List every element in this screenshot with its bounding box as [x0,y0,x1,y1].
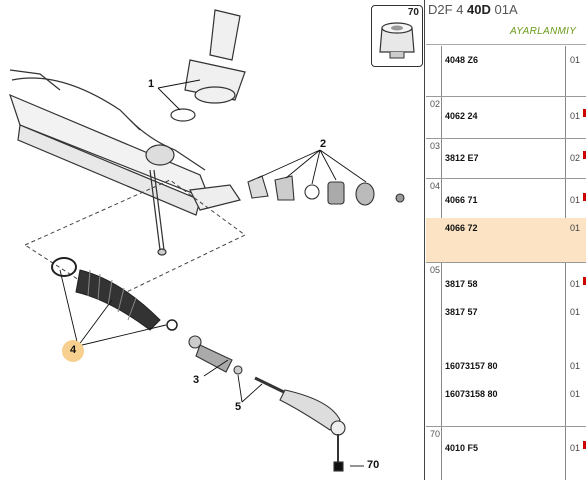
table-row[interactable]: 4066 71 01 [426,190,586,212]
pinion-housing [170,9,246,122]
status-marker [583,109,586,117]
part-reference: 4066 71 [445,195,478,205]
table-row[interactable]: 3817 58 01 [426,274,586,296]
table-row[interactable]: 3817 57 01 [426,302,586,324]
code-segment-c: 40D [467,2,491,17]
thumbnail-label: 70 [407,7,419,18]
table-row-selected[interactable]: 4066 72 01 [426,218,586,262]
group-number: 05 [430,265,441,275]
part-quantity: 01 [570,279,581,289]
part-quantity: 01 [570,195,581,205]
column-divider [565,46,566,480]
part-reference: 4048 Z6 [445,55,479,65]
tie-rod [188,335,346,472]
steering-rack-diagram [9,9,405,472]
code-segment-d: 01A [494,2,518,17]
part-quantity: 01 [570,223,581,233]
callout-5: 5 [235,401,242,413]
part-reference: 4062 24 [445,111,478,121]
parts-table: 4048 Z6 01 02 4062 24 01 03 3812 E7 02 0… [426,46,586,480]
group-number: 70 [430,429,441,439]
part-quantity: 01 [570,111,581,121]
parts-list-panel: D2F 4 40D 01A AYARLANMIY 4048 Z6 01 02 4… [426,0,586,480]
column-divider [441,46,442,480]
part-reference: 16073158 80 [445,389,498,399]
code-segment-b: 4 [456,2,464,17]
group-divider [426,178,586,179]
header-subtitle: AYARLANMIY [510,26,577,37]
status-marker [583,277,586,285]
parts-group-2 [247,175,405,206]
callout-1: 1 [148,78,155,90]
part-code-header: D2F 4 40D 01A [428,2,518,17]
part-quantity: 02 [570,153,581,163]
callout-4-highlight [62,340,84,362]
callout-3: 3 [193,374,200,386]
group-divider [426,426,586,427]
group-number: 03 [430,141,441,151]
status-marker [583,193,586,201]
callout-4: 4 [70,344,77,356]
table-row[interactable]: 16073157 80 01 [426,356,586,378]
part-reference: 4066 72 [445,223,478,233]
table-row[interactable]: 4048 Z6 01 [426,50,586,72]
exploded-diagram-panel: 70 1 2 3 4 5 70 [9,0,425,480]
status-marker [583,151,586,159]
code-segment-a: D2F [428,2,453,17]
leader-lines [59,79,367,467]
status-marker [583,441,586,449]
callout-2: 2 [320,138,327,150]
part-reference: 3817 57 [445,307,478,317]
part-reference: 4010 F5 [445,443,479,453]
rack-boot [51,257,178,331]
group-divider [426,96,586,97]
nut-icon [379,22,415,59]
group-number: 02 [430,99,441,109]
thumbnail-part-70[interactable]: 70 [371,5,423,67]
header-divider [426,44,586,45]
callout-70: 70 [367,459,380,471]
table-row[interactable]: 4062 24 01 [426,106,586,128]
table-row[interactable]: 4010 F5 01 [426,438,586,460]
table-row[interactable]: 3812 E7 02 [426,148,586,170]
rack-housing [9,69,241,256]
part-reference: 3812 E7 [445,153,479,163]
part-quantity: 01 [570,361,581,371]
part-reference: 16073157 80 [445,361,498,371]
group-divider [426,262,586,263]
part-reference: 3817 58 [445,279,478,289]
group-number: 04 [430,181,441,191]
part-quantity: 01 [570,389,581,399]
table-row[interactable]: 16073158 80 01 [426,384,586,406]
group-divider [426,138,586,139]
part-quantity: 01 [570,443,581,453]
part-quantity: 01 [570,55,581,65]
part-quantity: 01 [570,307,581,317]
